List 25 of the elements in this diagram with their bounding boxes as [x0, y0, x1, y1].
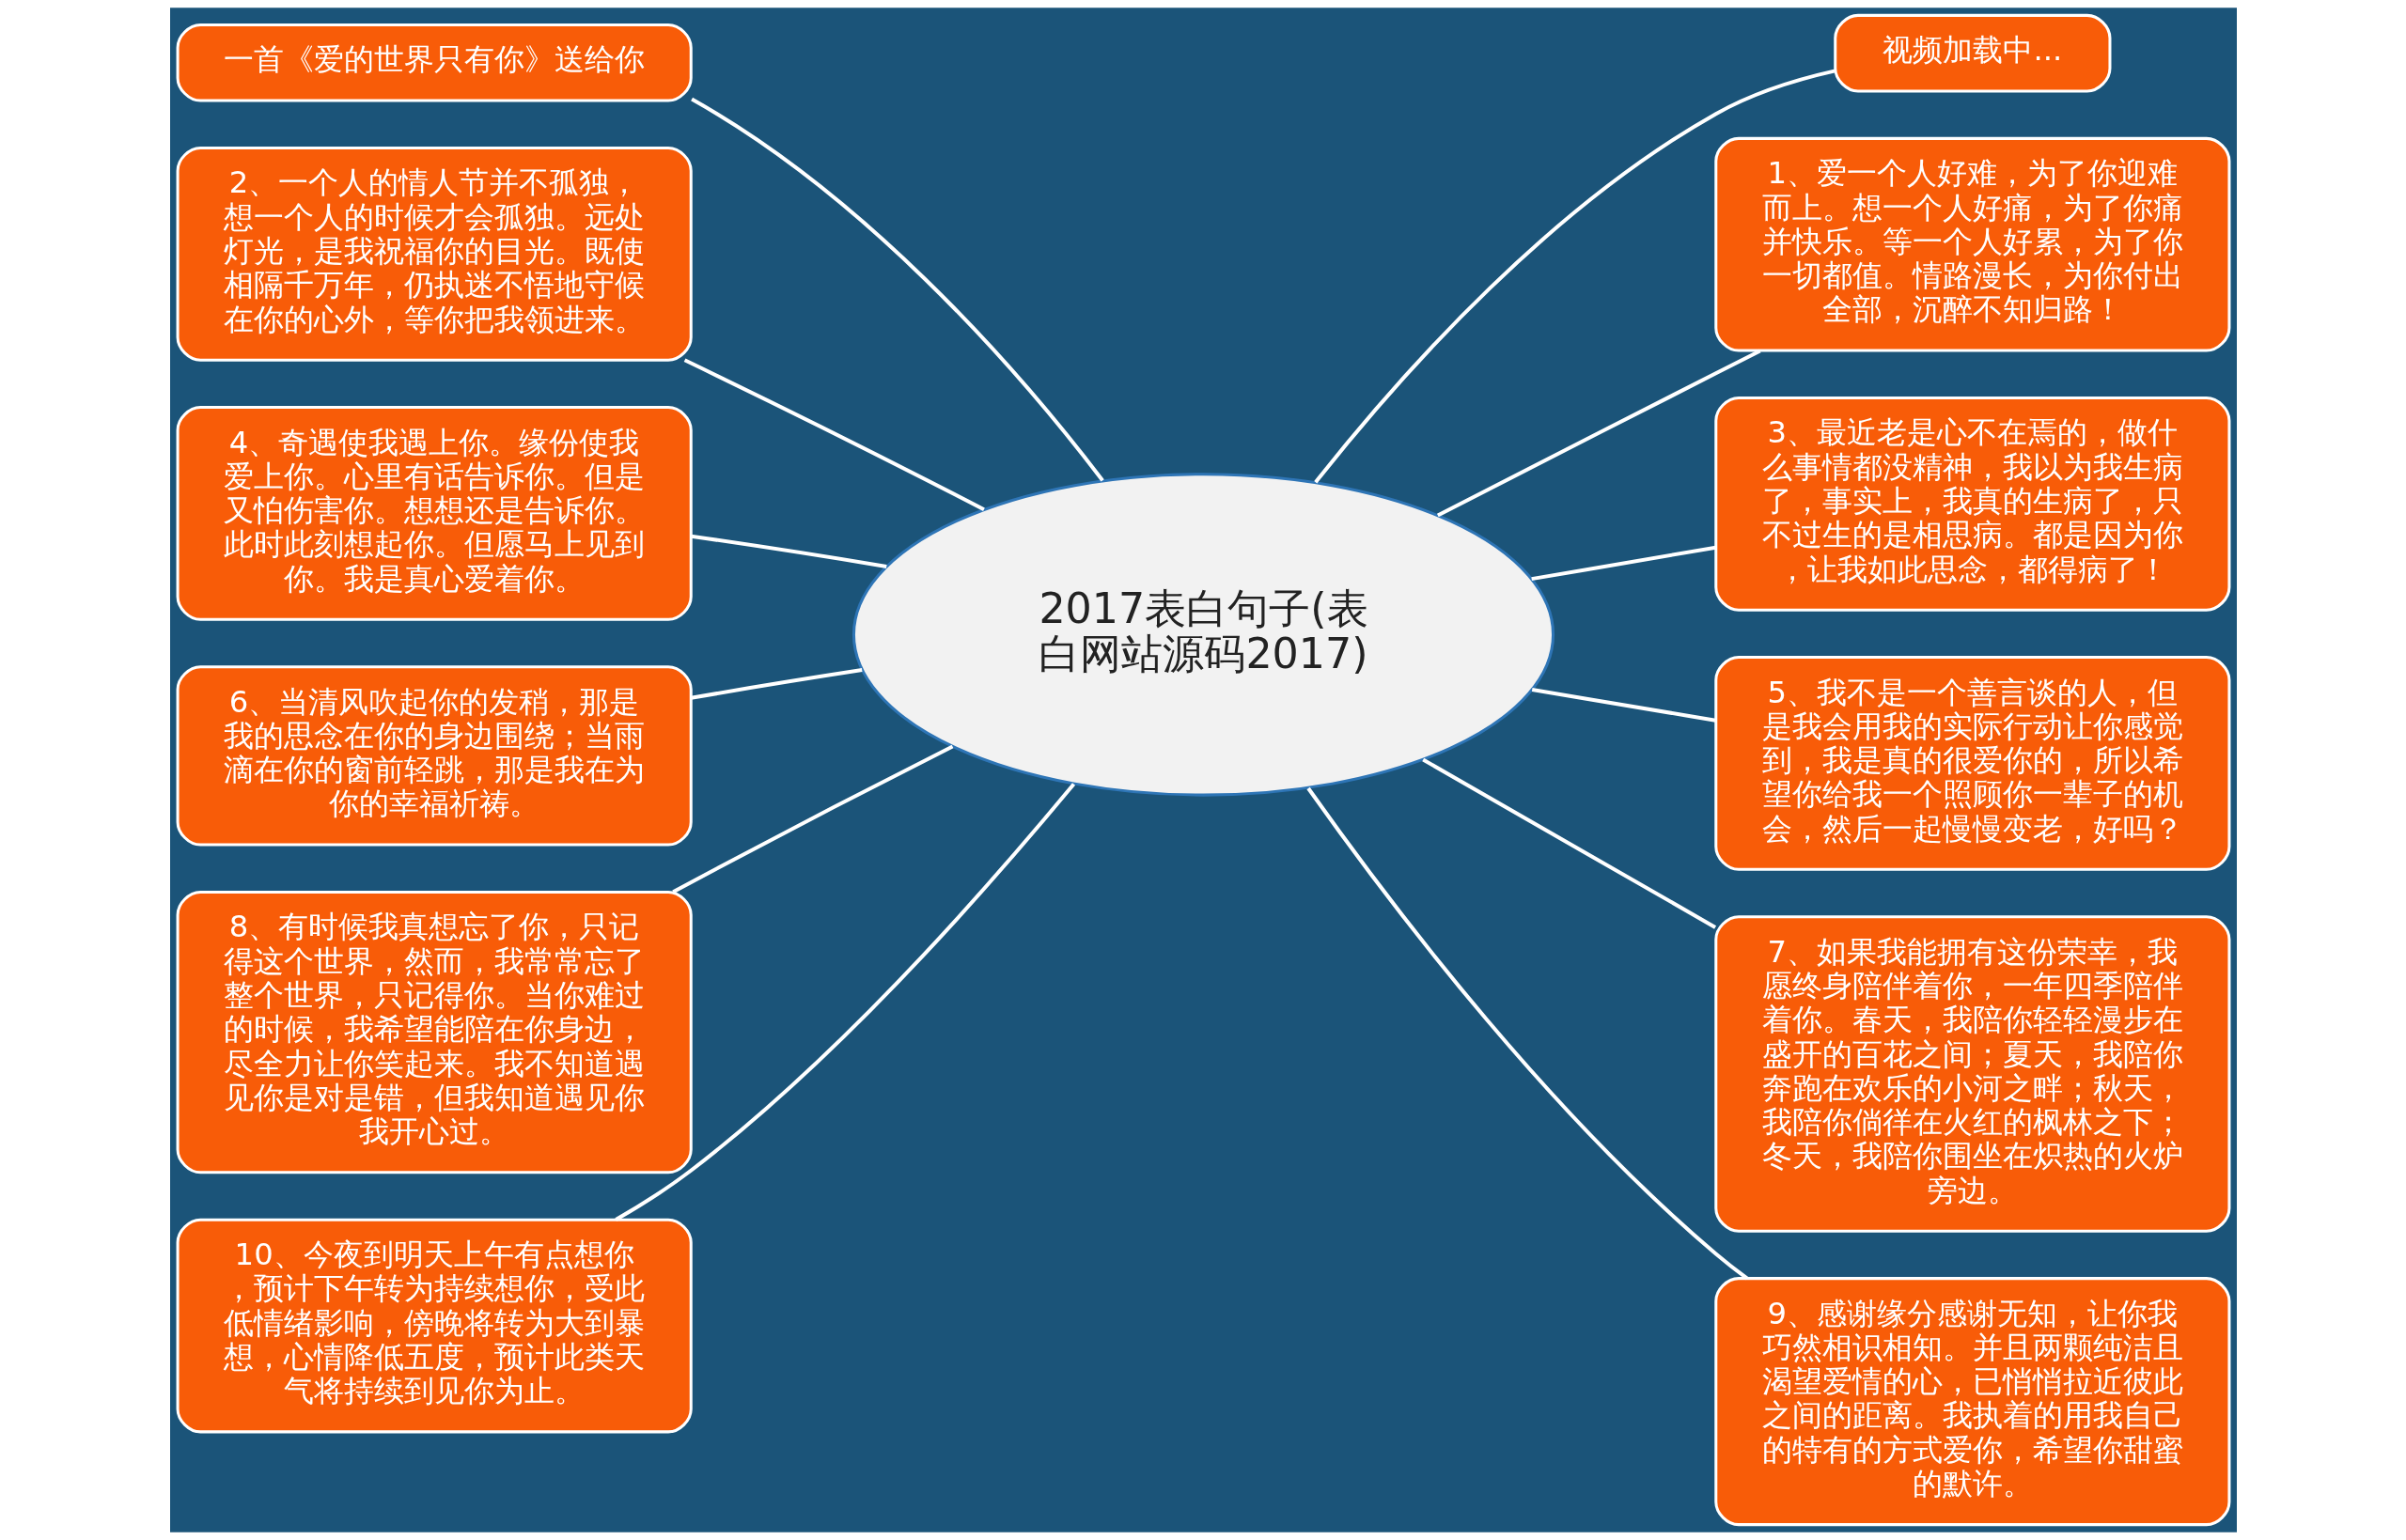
connector — [1436, 349, 1761, 518]
connector — [690, 97, 1104, 482]
node-box: 10、今夜到明天上午有点想你，预计下午转为持续想你，受此低情绪影响，傍晚将转为大到暴想，心情降低五度，预计此类天气将持续到见你为止。 — [176, 1218, 693, 1434]
connector — [690, 668, 863, 700]
node-box: 视频加载中... — [1833, 13, 2111, 93]
connector — [690, 534, 887, 568]
node-box: 4、奇遇使我遇上你。缘份使我爱上你。心里有话告诉你。但是又怕伤害你。想想还是告诉你。此时此刻想起你。但愿马上见到你。我是真心爱着你。 — [176, 406, 693, 621]
node-box: 8、有时候我真想忘了你，只记得这个世界，然而，我常常忘了整个世界，只记得你。当你难过的时候，我希望能陪在你身边，尽全力让你笑起来。我不知道遇见你是对是错，但我知道遇见你我开心过。 — [176, 891, 693, 1174]
connector — [1421, 757, 1716, 929]
connector — [1313, 69, 1836, 484]
node-box: 一首《爱的世界只有你》送给你 — [176, 23, 693, 102]
connector — [1531, 687, 1716, 723]
node-box: 9、感谢缘分感谢无知，让你我巧然相识相知。并且两颗纯洁且渴望爱情的心，已悄悄拉近彼此之间的距离。我执着的用我自己的特有的方式爱你，希望你甜蜜的默许。 — [1713, 1277, 2230, 1527]
node-box: 1、爱一个人好难，为了你迎难而上。想一个人好痛，为了你痛并快乐。等一个人好累，为了你一切都值。情路漫长，为你付出全部，沉醉不知归路！ — [1713, 136, 2230, 352]
connector — [683, 358, 985, 512]
node-box: 3、最近老是心不在焉的，做什么事情都没精神，我以为我生病了，事实上，我真的生病了，只不过生的是相思病。都是因为你，让我如此思念，都得病了！ — [1713, 396, 2230, 612]
connector — [671, 744, 953, 894]
node-box: 7、如果我能拥有这份荣幸，我愿终身陪伴着你，一年四季陪伴着你。春天，我陪你轻轻漫步在盛开的百花之间；夏天，我陪你奔跑在欢乐的小河之畔；秋天，我陪你倘徉在火红的枫林之下；冬天，我陪你围坐在炽热的火炉旁边。 — [1713, 915, 2230, 1233]
node-ellipse: 2017表白句子(表白网站源码2017) — [851, 473, 1555, 797]
connector — [614, 783, 1075, 1221]
connector — [1530, 545, 1716, 582]
connector — [1305, 786, 1748, 1281]
node-box: 5、我不是一个善言谈的人，但是我会用我的实际行动让你感觉到，我是真的很爱你的，所以希望你给我一个照顾你一辈子的机会，然后一起慢慢变老，好吗？ — [1713, 656, 2230, 871]
node-box: 6、当清风吹起你的发稍，那是我的思念在你的身边围绕；当雨滴在你的窗前轻跳，那是我在为你的幸福祈祷。 — [176, 665, 693, 847]
node-box: 2、一个人的情人节并不孤独，想一个人的时候才会孤独。远处灯光，是我祝福你的目光。既使相隔千万年，仍执迷不悟地守候在你的心外，等你把我领进来。 — [176, 146, 693, 362]
